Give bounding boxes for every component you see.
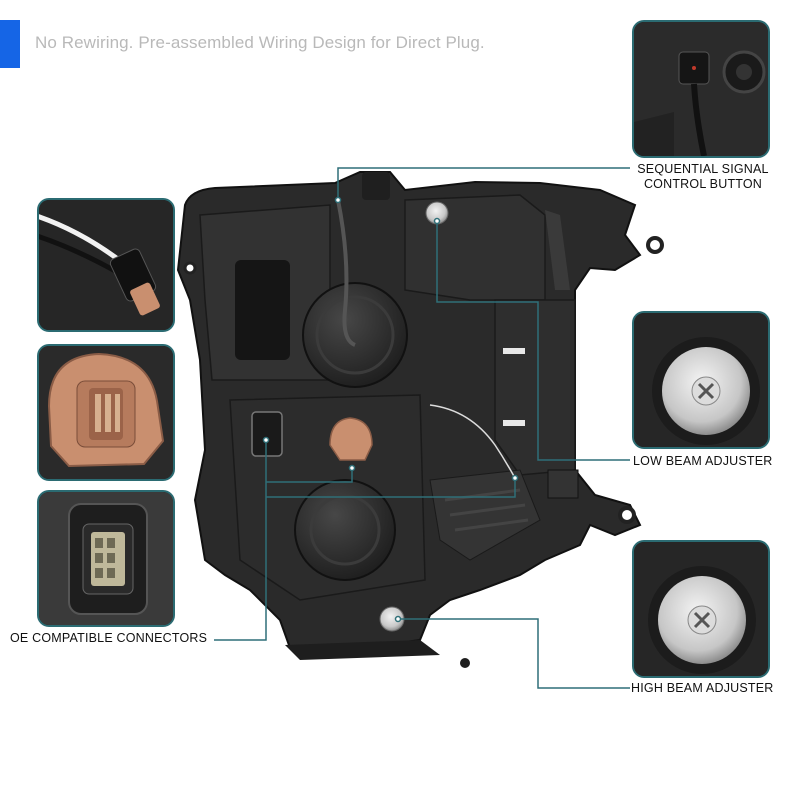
label-connectors: OE COMPATIBLE CONNECTORS [10, 631, 208, 645]
thumb-low-beam-adjuster [632, 311, 770, 449]
label-high-beam: HIGH BEAM ADJUSTER [631, 681, 774, 695]
thumb-tan-connector [37, 344, 175, 481]
thumb-socket-wire [37, 198, 175, 332]
label-low-beam: LOW BEAM ADJUSTER [633, 454, 773, 468]
thumb-oe-connector [37, 490, 175, 627]
leader-sequential [337, 167, 630, 200]
leader-dot [262, 436, 270, 444]
thumb-high-beam-adjuster [632, 540, 770, 678]
leader-low-beam [436, 220, 630, 461]
label-sequential-signal: SEQUENTIAL SIGNAL CONTROL BUTTON [632, 162, 774, 192]
thumb-sequential-button [632, 20, 770, 158]
leader-dot [394, 615, 402, 623]
leader-connector-socket [266, 470, 353, 483]
headlight-housing [176, 171, 664, 668]
leader-lines [214, 167, 630, 689]
leader-high-beam [400, 618, 630, 689]
leader-dot [433, 217, 441, 225]
leader-connector-wire [266, 478, 516, 498]
label-sequential-line1: SEQUENTIAL SIGNAL [637, 162, 769, 176]
leader-dot [511, 474, 519, 482]
label-sequential-line2: CONTROL BUTTON [643, 177, 763, 191]
accent-bar [0, 20, 20, 68]
headline: No Rewiring. Pre-assembled Wiring Design… [35, 33, 485, 52]
leader-dot [348, 464, 356, 472]
leader-connectors [214, 440, 267, 641]
leader-dot [334, 196, 342, 204]
